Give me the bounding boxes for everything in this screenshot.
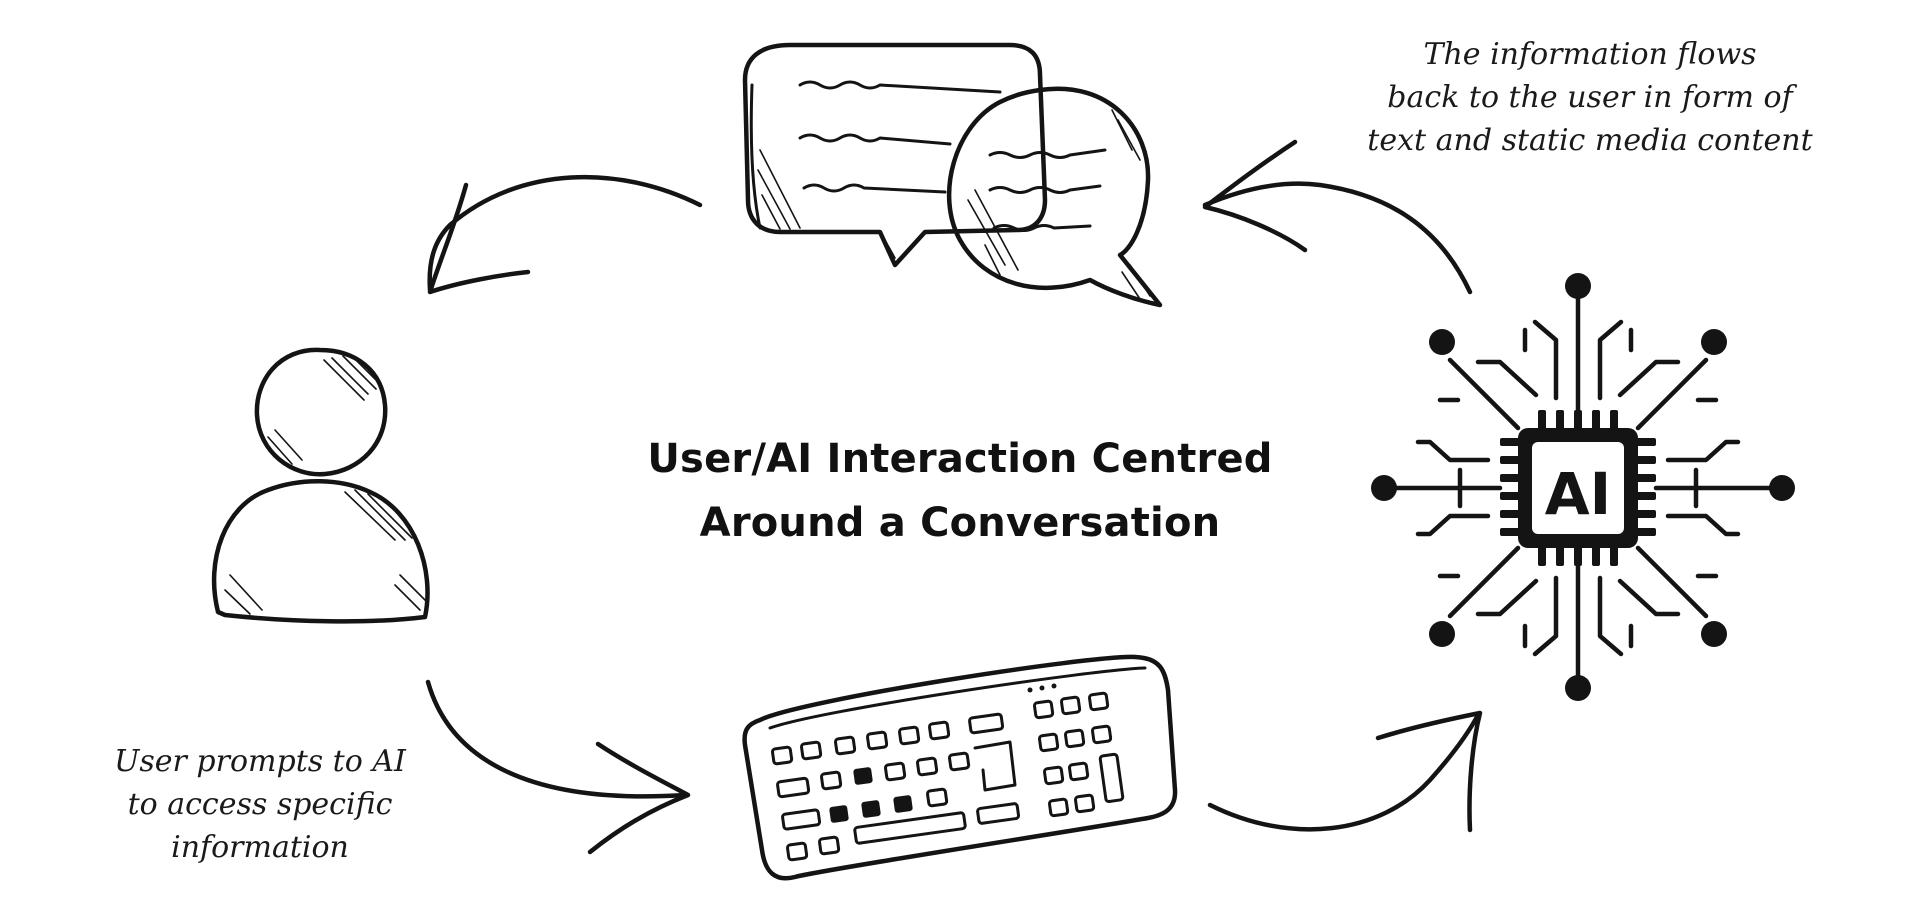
arrow-keyboard-to-ai (1207, 710, 1483, 833)
annotation-user-prompts: User prompts to AI to access specific in… (60, 740, 460, 869)
ai-chip-icon: AI (1371, 273, 1795, 701)
arrow-user-to-keyboard (425, 679, 691, 855)
diagram-title-line-2: Around a Conversation (699, 500, 1221, 546)
annotation-line: to access specific (127, 787, 393, 822)
annotation-line: back to the user in form of (1387, 80, 1793, 115)
arrow-ai-to-conversation (1202, 139, 1473, 295)
chip-label: AI (1545, 460, 1611, 528)
annotation-line: information (171, 830, 349, 865)
annotation-line: text and static media content (1367, 123, 1813, 158)
diagram-title-line-1: User/AI Interaction Centred (647, 436, 1273, 482)
user-icon (211, 347, 430, 624)
annotation-line: The information flows (1423, 37, 1757, 72)
annotation-information-flow: The information flows back to the user i… (1290, 33, 1890, 162)
arrow-conversation-to-user (427, 174, 703, 295)
annotation-line: User prompts to AI (114, 744, 406, 779)
keyboard-icon (742, 654, 1178, 881)
speech-bubbles-icon (742, 42, 1163, 308)
